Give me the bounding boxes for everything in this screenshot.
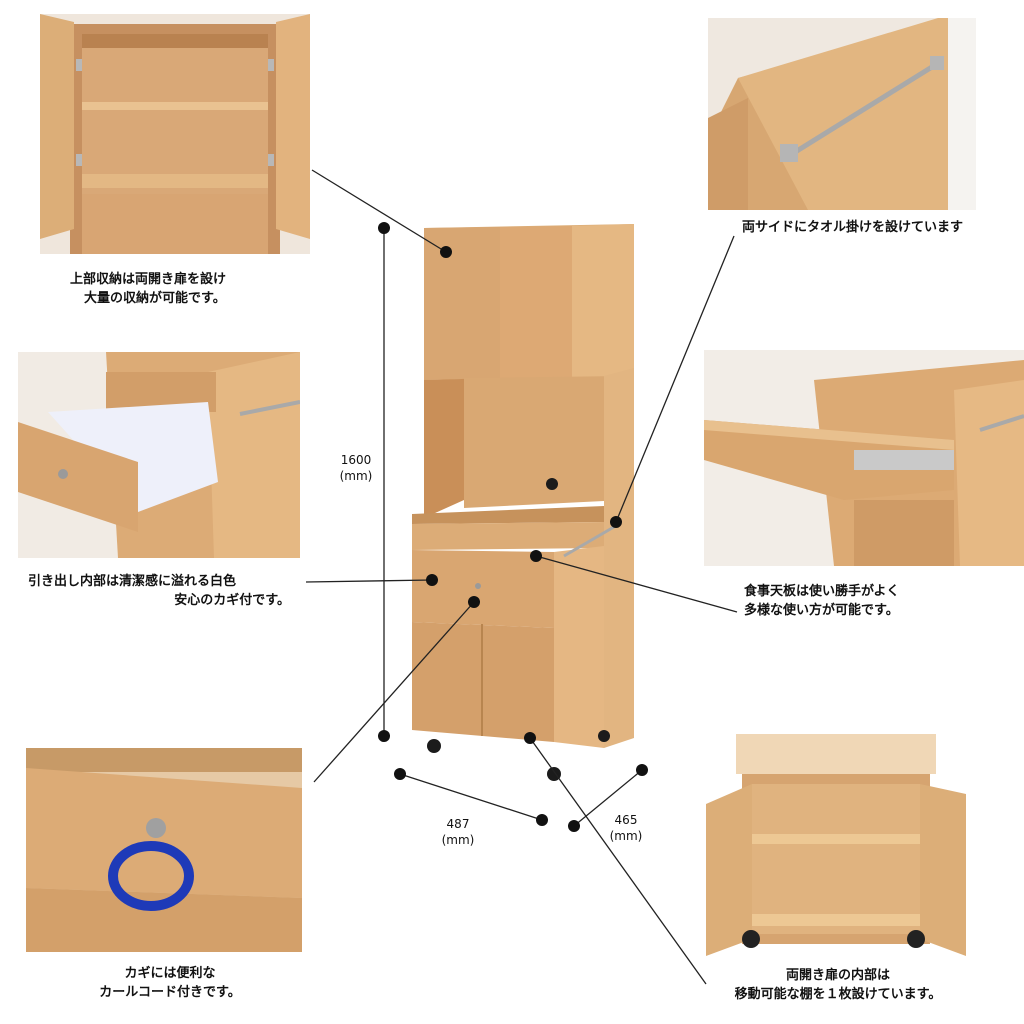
dot-height-bottom	[378, 730, 390, 742]
dot-height-top	[378, 222, 390, 234]
caption-drawer-line1: 引き出し内部は清潔感に溢れる白色	[28, 574, 237, 589]
dimension-height-value: 1600	[340, 453, 372, 467]
photo-towel-bar	[708, 18, 976, 210]
caption-dining-board: 食事天板は使い勝手がよく 多様な使い方が可能です。	[744, 582, 899, 620]
towel-bar-illustration	[708, 18, 976, 210]
dimension-depth-unit: (mm)	[609, 829, 643, 843]
caption-inner-shelf: 両開き扉の内部は 移動可能な棚を１枚設けています。	[706, 966, 970, 1004]
central-cabinet	[404, 218, 640, 786]
dining-board-illustration	[704, 350, 1024, 566]
key-illustration	[26, 748, 302, 952]
caption-upper-storage-line1: 上部収納は両開き扉を設け	[70, 272, 227, 287]
dimension-width-label: 487 (mm)	[436, 816, 480, 848]
dimension-depth-label: 465 (mm)	[604, 812, 648, 844]
dimension-width-value: 487	[446, 817, 470, 831]
caption-drawer-line2: 安心のカギ付です。	[174, 593, 290, 608]
photo-dining-board	[704, 350, 1024, 566]
photo-upper-storage-open-doors	[40, 14, 310, 254]
caption-upper-storage-line2: 大量の収納が可能です。	[84, 291, 226, 306]
drawer-illustration	[18, 352, 300, 558]
upper-cabinet-illustration	[40, 14, 310, 254]
dimension-width-unit: (mm)	[441, 833, 475, 847]
caption-dining-board-line2: 多様な使い方が可能です。	[744, 603, 899, 618]
photo-drawer-interior	[18, 352, 300, 558]
caption-drawer: 引き出し内部は清潔感に溢れる白色 安心のカギ付です。	[28, 572, 304, 610]
caption-key: カギには便利な カールコード付きです。	[60, 964, 280, 1002]
caption-inner-shelf-line2: 移動可能な棚を１枚設けています。	[734, 987, 942, 1002]
caption-key-line2: カールコード付きです。	[99, 985, 241, 1000]
dot-width-right	[536, 814, 548, 826]
caption-key-line1: カギには便利な	[124, 966, 216, 981]
central-cabinet-illustration	[412, 224, 634, 781]
photo-key-curl-cord	[26, 748, 302, 952]
caption-upper-storage: 上部収納は両開き扉を設け 大量の収納が可能です。	[70, 270, 226, 308]
dimension-height-label: 1600 (mm)	[334, 452, 378, 484]
dimension-height-unit: (mm)	[339, 469, 373, 483]
dimension-depth-value: 465	[614, 813, 638, 827]
caption-towel-bar: 両サイドにタオル掛けを設けています	[742, 218, 963, 237]
dot-depth-front	[568, 820, 580, 832]
caption-inner-shelf-line1: 両開き扉の内部は	[785, 968, 890, 983]
caption-towel-bar-line1: 両サイドにタオル掛けを設けています	[742, 220, 964, 235]
caption-dining-board-line1: 食事天板は使い勝手がよく	[744, 584, 900, 599]
photo-inner-shelf	[706, 734, 966, 956]
inner-shelf-illustration	[706, 734, 966, 956]
